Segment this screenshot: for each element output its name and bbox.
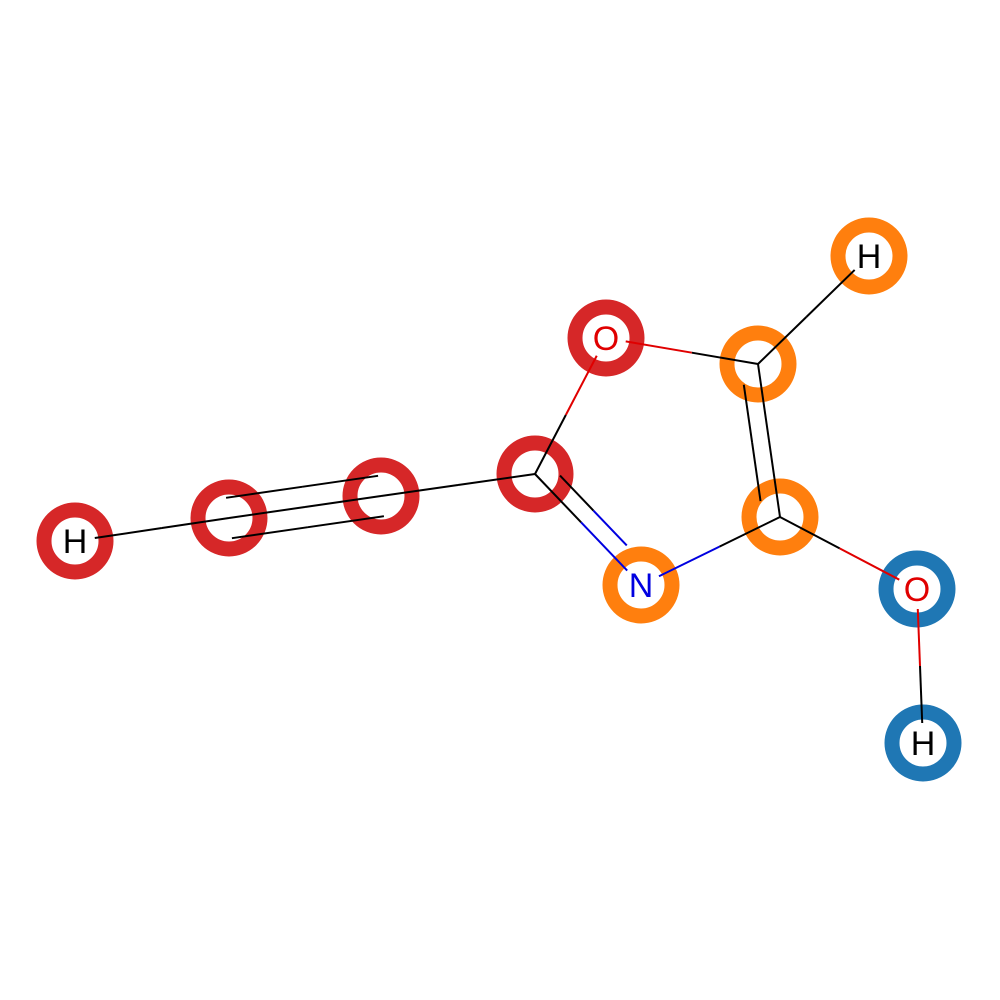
- bond-a7-a9: [779, 516, 900, 581]
- bond-line-outer-half-a: [757, 363, 770, 441]
- bond-line-half-b: [691, 351, 759, 365]
- bond-line-inner-half-b: [559, 474, 595, 512]
- atom-label-o-a4: O: [593, 320, 619, 358]
- bond-line-outer-half-b: [768, 440, 781, 518]
- bond-a1-a2: [225, 474, 385, 540]
- bond-line-side-1-half-b: [301, 474, 379, 488]
- bond-line-half-a: [779, 516, 841, 550]
- bond-line-half-a: [534, 414, 567, 475]
- bond-a5-a6: [757, 269, 856, 365]
- bond-line-center-half-a: [228, 506, 306, 519]
- atom-label-o-a9: O: [904, 571, 930, 609]
- bond-line-half-a: [757, 316, 808, 365]
- atom-label-h-a0: H: [63, 523, 88, 561]
- bond-a7-a8: [658, 516, 781, 578]
- highlight-ring-a4: [567, 299, 645, 377]
- bond-line-side-1-half-a: [225, 485, 303, 499]
- bond-lines: [94, 269, 924, 724]
- bond-a5-a7: [742, 363, 781, 518]
- bond-line-half-b: [805, 269, 856, 318]
- bond-line-outer-half-b: [534, 473, 582, 523]
- atom-labels: H O H N O H: [63, 238, 936, 763]
- bond-a9-a10: [916, 608, 924, 724]
- bond-line-half-b: [658, 545, 720, 578]
- bond-line-outer-half-a: [580, 521, 628, 572]
- bond-line-half-b: [839, 547, 900, 581]
- bond-line-half-a: [719, 516, 781, 548]
- bond-line-half-a: [94, 527, 163, 540]
- atom-label-h-a6: H: [857, 238, 882, 276]
- highlight-ring-a0: [36, 502, 114, 580]
- bond-a4-a5: [625, 340, 759, 365]
- bond-line-half-b: [564, 355, 598, 416]
- bond-line-half-b: [919, 665, 924, 724]
- bond-line-inner-half-b: [751, 442, 762, 502]
- atom-label-h-a10: H: [911, 725, 936, 763]
- bond-line-side-0-half-a: [231, 526, 309, 540]
- bond-line-center-half-b: [304, 495, 382, 508]
- atom-label-n-a8: N: [629, 567, 654, 605]
- bond-line-half-a: [380, 484, 459, 497]
- bond-a2-a3: [380, 473, 536, 497]
- bond-line-half-b: [161, 517, 230, 530]
- bond-a3-a4: [534, 355, 598, 475]
- highlight-ring-a10: [884, 704, 962, 782]
- bond-line-side-0-half-b: [307, 515, 385, 529]
- highlight-ring-a9: [878, 550, 956, 628]
- bond-a8-a3: [534, 473, 628, 572]
- bond-line-half-b: [457, 473, 536, 486]
- bond-line-half-a: [625, 340, 693, 354]
- bond-line-half-a: [916, 608, 921, 667]
- bond-line-inner-half-a: [592, 509, 628, 547]
- bond-line-inner-half-a: [742, 384, 754, 444]
- bond-a0-a1: [94, 517, 230, 540]
